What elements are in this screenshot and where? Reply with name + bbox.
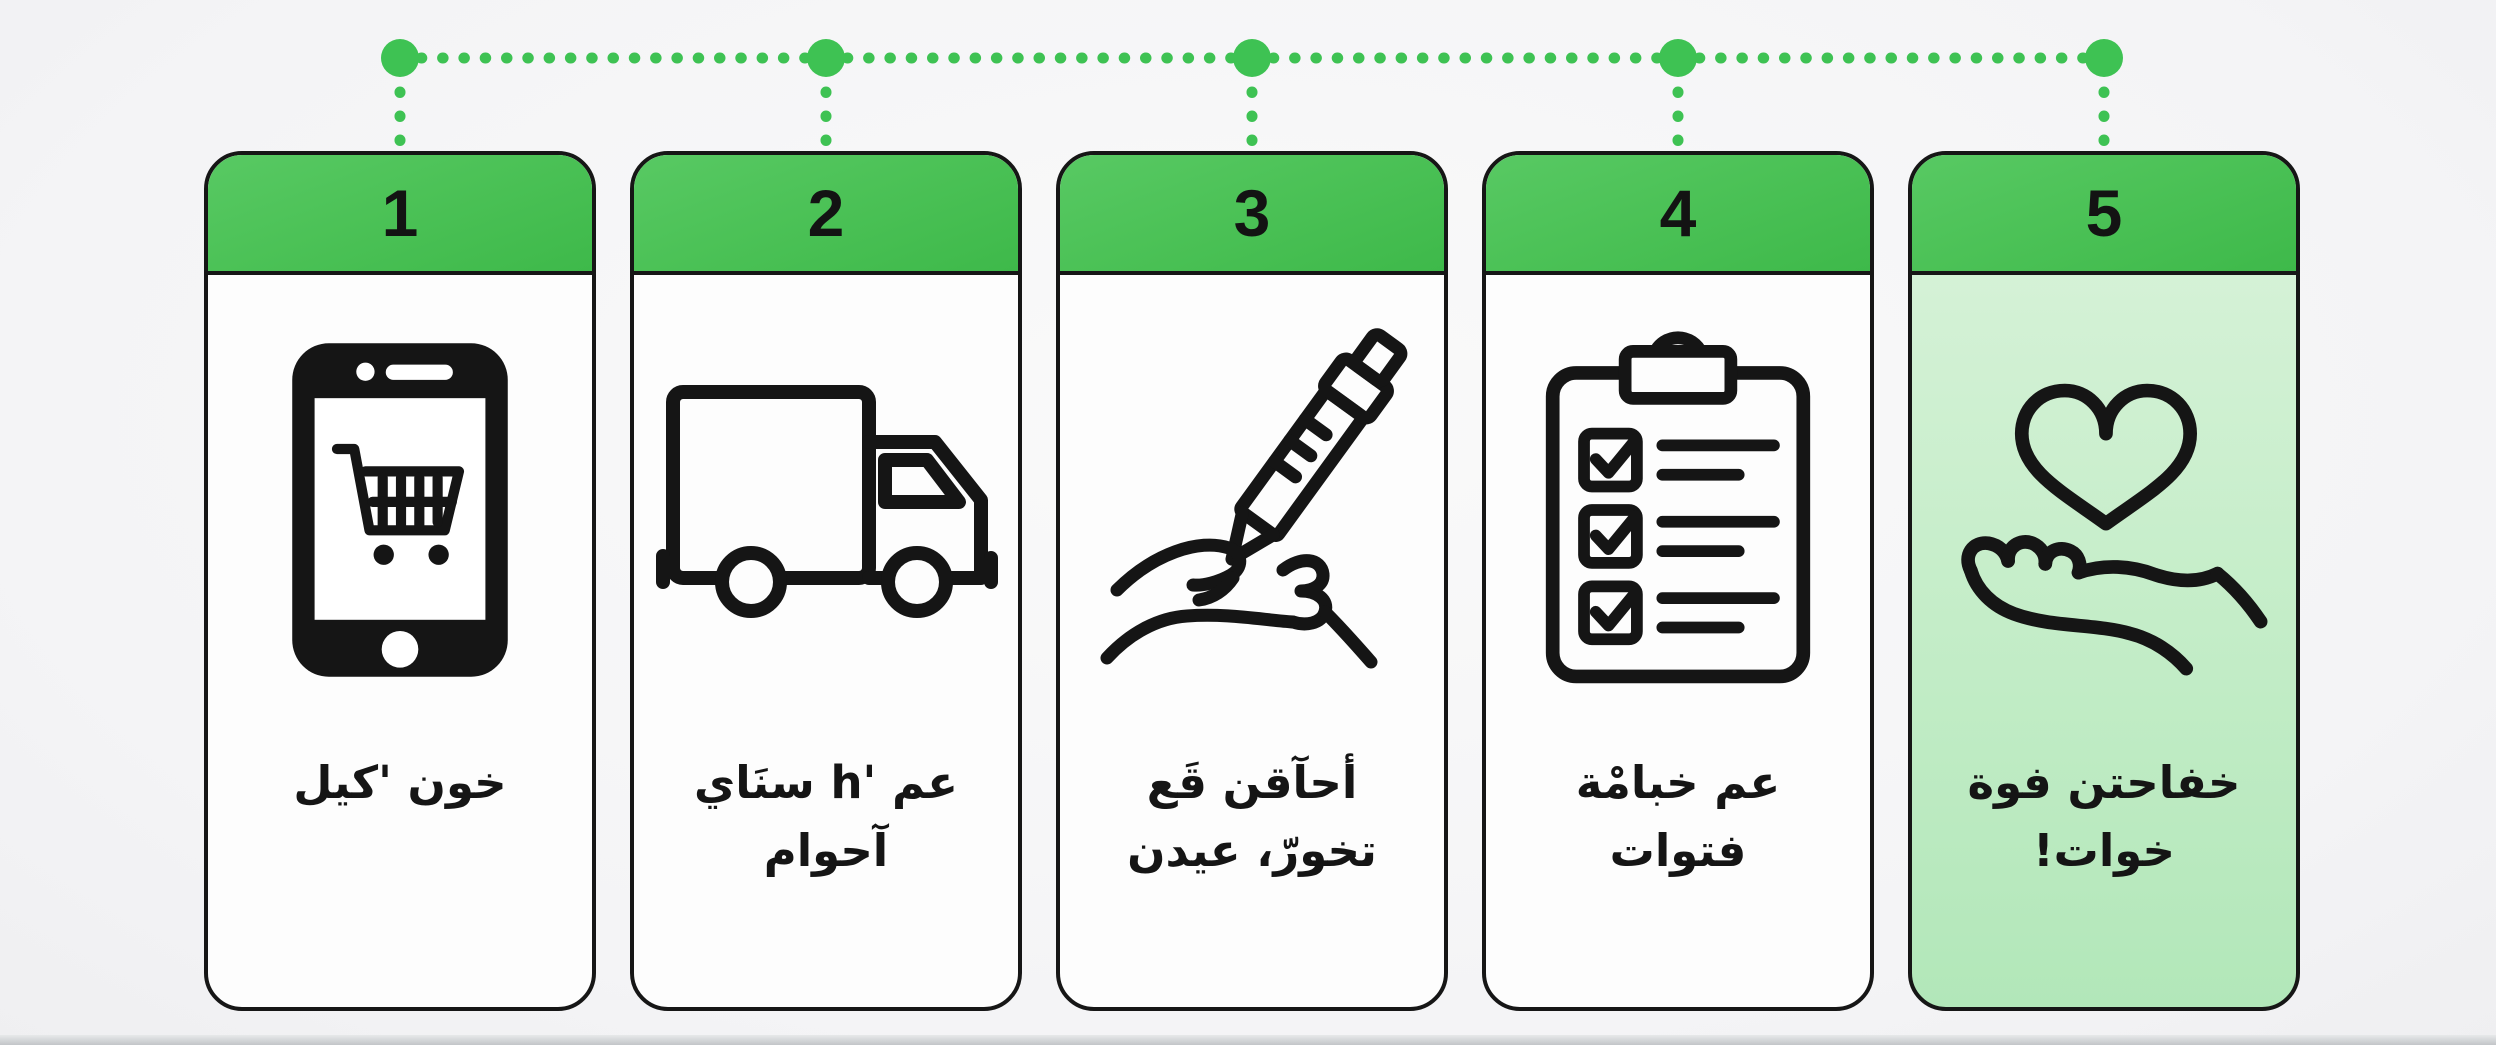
step-number: 5 — [2085, 176, 2123, 250]
step-2-header: 2 — [634, 155, 1018, 275]
timeline-dot-2 — [807, 39, 845, 77]
step-number: 3 — [1233, 176, 1271, 250]
steps-row: 1 خون — [204, 151, 2300, 1011]
caption-line-1: خون 'كيل — [293, 756, 507, 809]
step-number: 4 — [1659, 176, 1697, 250]
step-caption: عم خبامْة فتوات — [1486, 745, 1870, 1007]
step-card-4: 4 — [1482, 151, 1874, 1011]
step-4-header: 4 — [1486, 155, 1870, 275]
step-caption: أحآقن قَع تخورّ، عيدن — [1060, 745, 1444, 1007]
hand-writing-icon — [1100, 328, 1408, 669]
step-card-5: 5 خفاحتن فوة خوات! — [1908, 151, 2300, 1011]
caption-line-1: عم خبامْة — [1575, 756, 1781, 809]
bottom-edge-bar — [0, 1035, 2496, 1045]
step-5-header: 5 — [1912, 155, 2296, 275]
smartphone-cart-icon — [292, 343, 508, 677]
timeline-dot-4 — [1659, 39, 1697, 77]
step-caption: خفاحتن فوة خوات! — [1912, 745, 2296, 1007]
delivery-truck-icon — [656, 385, 998, 618]
step-number: 1 — [381, 176, 419, 250]
step-number: 2 — [807, 176, 845, 250]
step-caption: عم 'h سنَاي آحوام — [634, 745, 1018, 1007]
caption-line-1: عم 'h سنَاي — [694, 756, 958, 809]
timeline-dot-5 — [2085, 39, 2123, 77]
step-caption: خون 'كيل — [208, 745, 592, 1007]
caption-line-1: خفاحتن فوة — [1967, 756, 2241, 809]
caption-line-2: تخورّ، عيدن — [1127, 823, 1377, 877]
caption-line-2: آحوام — [763, 823, 889, 877]
timeline-dot-1 — [381, 39, 419, 77]
caption-line-2: فتوات — [1609, 823, 1747, 877]
step-card-3: 3 — [1056, 151, 1448, 1011]
step-card-1: 1 خون — [204, 151, 596, 1011]
step-1-header: 1 — [208, 155, 592, 275]
timeline-dot-3 — [1233, 39, 1271, 77]
checklist-clipboard-icon — [1545, 331, 1811, 684]
timeline — [381, 39, 2123, 148]
step-card-2: 2 عم 'h سنَاي آحوام — [630, 151, 1022, 1011]
caption-line-1: أحآقن قَع — [1146, 756, 1358, 809]
caption-line-2: خوات! — [2033, 823, 2175, 877]
heart-in-hand-icon — [1961, 383, 2268, 676]
step-3-header: 3 — [1060, 155, 1444, 275]
